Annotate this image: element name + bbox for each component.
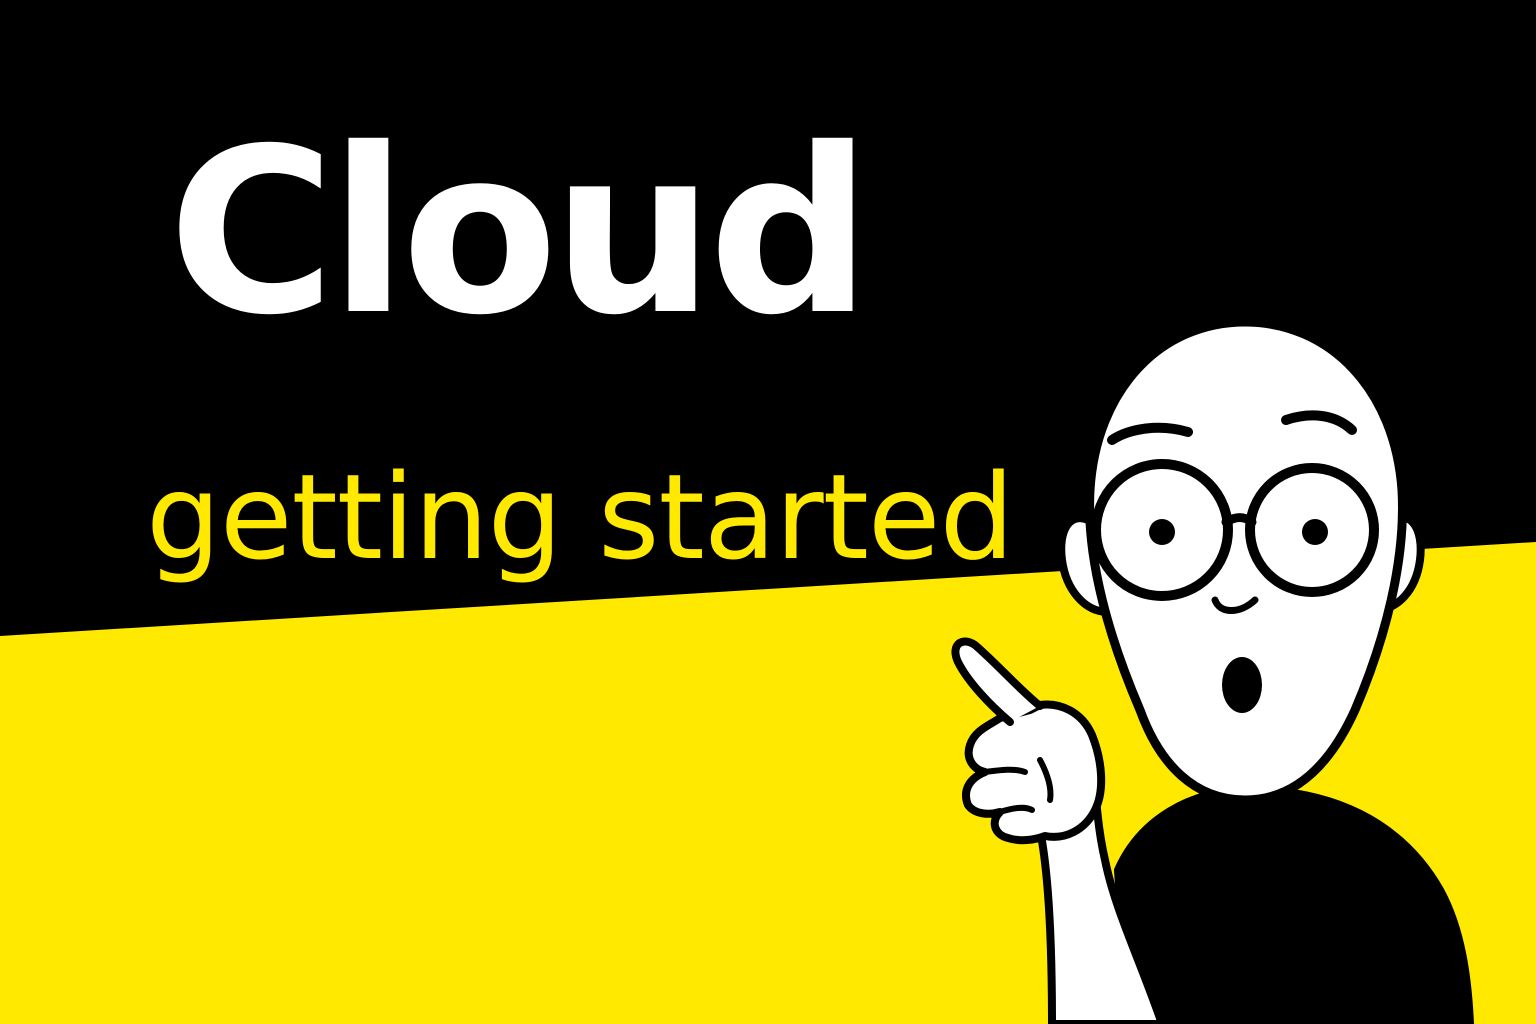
shirt xyxy=(1113,785,1475,1024)
right-eyebrow xyxy=(1281,410,1357,435)
hand xyxy=(962,700,1106,845)
banner-title: Cloud xyxy=(168,99,872,365)
nose xyxy=(1211,596,1259,614)
glasses-bridge xyxy=(1221,513,1257,527)
head xyxy=(1085,317,1407,805)
mouth xyxy=(1222,657,1262,713)
right-pupil xyxy=(1302,519,1328,545)
left-pupil xyxy=(1149,519,1175,545)
left-eyebrow xyxy=(1107,422,1193,445)
banner-subtitle: getting started xyxy=(146,448,1014,586)
index-finger xyxy=(951,637,1044,726)
